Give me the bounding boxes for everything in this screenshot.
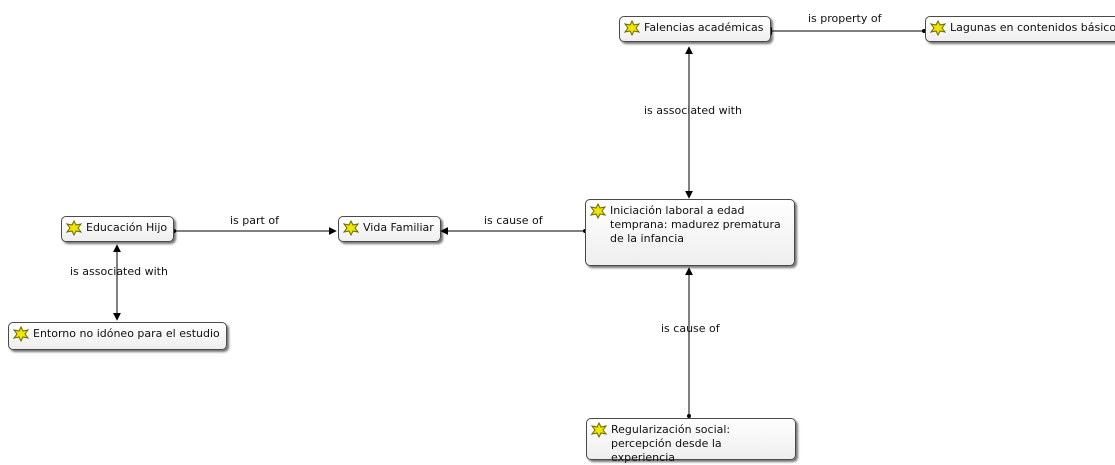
node-entorno-no-idoneo[interactable]: Entorno no idóneo para el estudio: [8, 322, 227, 350]
node-educacion-hijo[interactable]: Educación Hijo: [61, 216, 175, 242]
node-lagunas-contenidos[interactable]: Lagunas en contenidos básicos: [925, 16, 1115, 42]
edge-label-educacion-vida: is part of: [230, 214, 279, 227]
edge-label-iniciacion-vida: is cause of: [484, 214, 543, 227]
node-label: Falencias académicas: [644, 21, 764, 34]
quotation-icon: [66, 220, 82, 236]
quotation-icon: [13, 326, 29, 342]
node-label: Entorno no idóneo para el estudio: [33, 327, 220, 340]
node-label: Vida Familiar: [363, 221, 434, 234]
node-vida-familiar[interactable]: Vida Familiar: [338, 216, 441, 242]
edge-label-regularizacion-iniciacion: is cause of: [661, 322, 720, 335]
quotation-icon: [590, 203, 606, 219]
node-label: Regularización social: percepción desde …: [611, 423, 731, 464]
node-falencias-academicas[interactable]: Falencias académicas: [619, 16, 771, 42]
node-iniciacion-laboral[interactable]: Iniciación laboral a edad temprana: madu…: [585, 199, 795, 266]
edge-regularizacion-iniciacion-dot: [687, 414, 691, 418]
edge-label-lagunas-falencias: is property of: [808, 12, 882, 25]
node-label: Lagunas en contenidos básicos: [950, 21, 1115, 34]
quotation-icon: [624, 20, 640, 36]
node-label: Educación Hijo: [86, 221, 168, 234]
node-label: Iniciación laboral a edad temprana: madu…: [610, 204, 781, 245]
edge-label-educacion-entorno: is associated with: [70, 265, 168, 278]
quotation-icon: [591, 422, 607, 438]
quotation-icon: [343, 220, 359, 236]
edge-label-iniciacion-falencias: is associated with: [644, 104, 742, 117]
quotation-icon: [930, 20, 946, 36]
node-regularizacion-social[interactable]: Regularización social: percepción desde …: [586, 418, 796, 464]
